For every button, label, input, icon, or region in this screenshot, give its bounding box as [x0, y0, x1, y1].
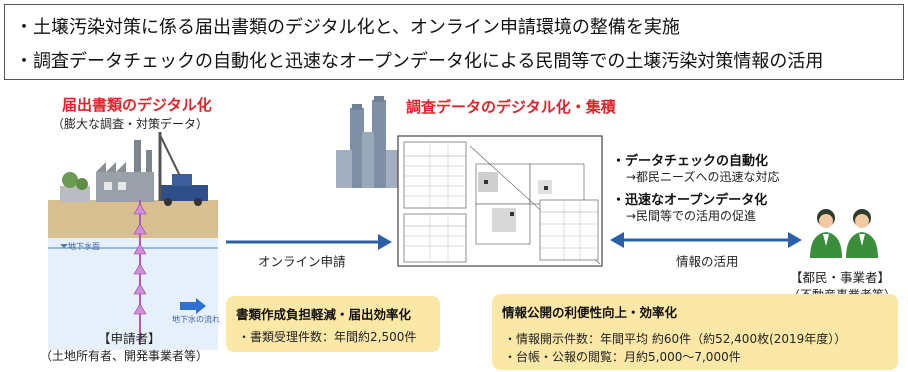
callout-left-item: ・書類受理件数：年間約2,500件	[238, 330, 417, 344]
left-subtitle: （膨大な調査・対策データ）	[52, 117, 209, 131]
factory-icon	[60, 140, 154, 202]
tower-building-icon	[336, 96, 400, 188]
applicant-title: 【申請者】	[98, 331, 161, 346]
flow-arrow-icon	[180, 298, 206, 314]
data-sheet	[397, 135, 603, 267]
callout-left-title: 書類作成負担軽減・届出効率化	[236, 307, 412, 322]
callout-right-item-1: ・情報開示件数：年間平均 約60件（約52,400枚(2019年度））	[504, 332, 847, 346]
point-1-sub: →都民ニーズへの迅速な対応	[626, 170, 780, 184]
drill-rig-icon	[158, 132, 208, 206]
summary-box: ・土壌汚染対策に係る届出書類のデジタル化と、オンライン申請環境の整備を実施 ・調…	[4, 4, 904, 80]
point-1-title: ・データチェックの自動化	[612, 154, 769, 169]
callout-right: 情報公開の利便性向上・効率化 ・情報開示件数：年間平均 約60件（約52,400…	[492, 294, 898, 370]
summary-line-1: ・土壌汚染対策に係る届出書類のデジタル化と、オンライン申請環境の整備を実施	[15, 17, 680, 38]
center-title: 調査データのデジタル化・集積	[406, 98, 616, 116]
callout-right-item-2: ・台帳・公報の閲覧：月約5,000～7,000件	[504, 350, 741, 364]
point-2-sub: →民間等での活用の促進	[626, 209, 757, 223]
left-title: 届出書類のデジタル化	[62, 96, 212, 114]
online-application-arrow	[226, 234, 392, 250]
point-2-title: ・迅速なオープンデータ化	[612, 193, 768, 208]
person-icon	[810, 209, 878, 258]
borehole-line	[133, 200, 147, 345]
online-application-label: オンライン申請	[258, 254, 346, 269]
applicant-subtitle: （土地所有者、開発事業者等）	[40, 349, 209, 363]
info-use-arrow	[610, 232, 802, 248]
callout-right-title: 情報公開の利便性向上・効率化	[502, 305, 678, 320]
groundwater-label: 地下水面	[68, 242, 100, 251]
info-use-label: 情報の活用	[676, 254, 739, 269]
citizens-title: 【都民・事業者】	[790, 270, 891, 285]
soil-illustration	[48, 200, 218, 350]
summary-line-2: ・調査データチェックの自動化と迅速なオープンデータ化による民間等での土壌汚染対策…	[15, 51, 824, 72]
flow-label: 地下水の流れ	[172, 315, 220, 324]
callout-left: 書類作成負担軽減・届出効率化 ・書類受理件数：年間約2,500件	[226, 296, 440, 352]
